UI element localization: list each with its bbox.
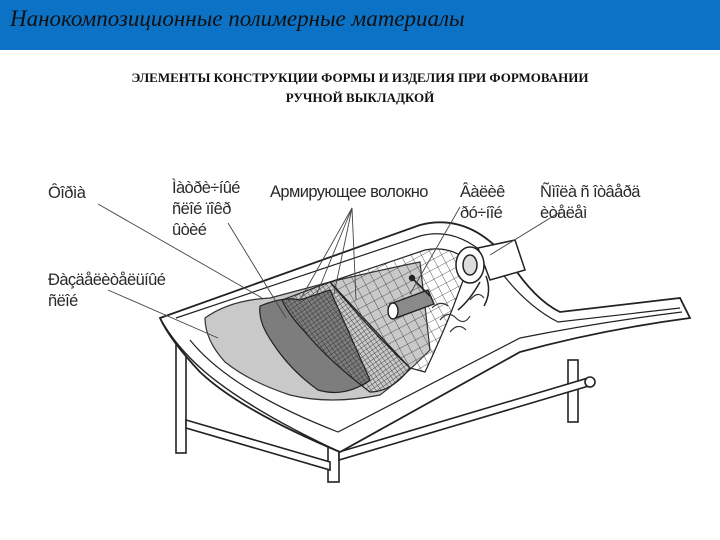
subtitle-line-1: ЭЛЕМЕНТЫ КОНСТРУКЦИИ ФОРМЫ И ИЗДЕЛИЯ ПРИ…: [131, 70, 589, 85]
label-release-layer: Ðàçäåëèòåëüíûé ñëîé: [48, 271, 166, 310]
leader-fiber-4: [351, 207, 357, 301]
label-resin-hardener: Ñìîëà ñ îòâåðä èòåëåì: [540, 183, 640, 222]
label-reinforcing-fiber: Армирующее волокно: [270, 183, 428, 201]
frame-leg-front-left: [175, 344, 187, 454]
leader-roller: [409, 206, 461, 295]
leader-release-layer: [107, 289, 219, 339]
leader-lines: [97, 203, 561, 339]
subtitle-line-2: РУЧНОЙ ВЫКЛАДКОЙ: [285, 90, 435, 105]
resin-strokes: [431, 293, 485, 333]
leader-matrix-layer: [227, 222, 287, 319]
resin-spray-gun: [455, 239, 526, 311]
label-matrix-layer: Ìàòðè÷íûé ñëîé ïîêð ûòèé: [172, 179, 240, 239]
page-title: Нанокомпозиционные полимерные материалы: [10, 6, 465, 31]
mold-curve-edge: [189, 311, 683, 433]
header-bar: Нанокомпозиционные полимерные материалы: [0, 0, 720, 50]
label-forma: Ôîðìà: [48, 184, 86, 202]
frame-rail-front: [185, 418, 331, 472]
hand-roller: [387, 274, 435, 320]
leader-resin: [489, 211, 561, 256]
frame-rail-end: [584, 376, 596, 388]
leader-fiber-1: [299, 207, 353, 301]
label-hand-roller: Âàëèê ðó÷íîé: [460, 183, 505, 222]
leader-fiber-2: [315, 207, 353, 297]
mold-lip: [159, 317, 341, 453]
fiber-dense-layer: [281, 281, 411, 393]
diagram-subtitle: ЭЛЕМЕНТЫ КОНСТРУКЦИИ ФОРМЫ И ИЗДЕЛИЯ ПРИ…: [0, 68, 720, 108]
leader-forma: [97, 203, 263, 299]
mold-frame: [175, 344, 596, 483]
leader-fiber-3: [333, 207, 353, 295]
